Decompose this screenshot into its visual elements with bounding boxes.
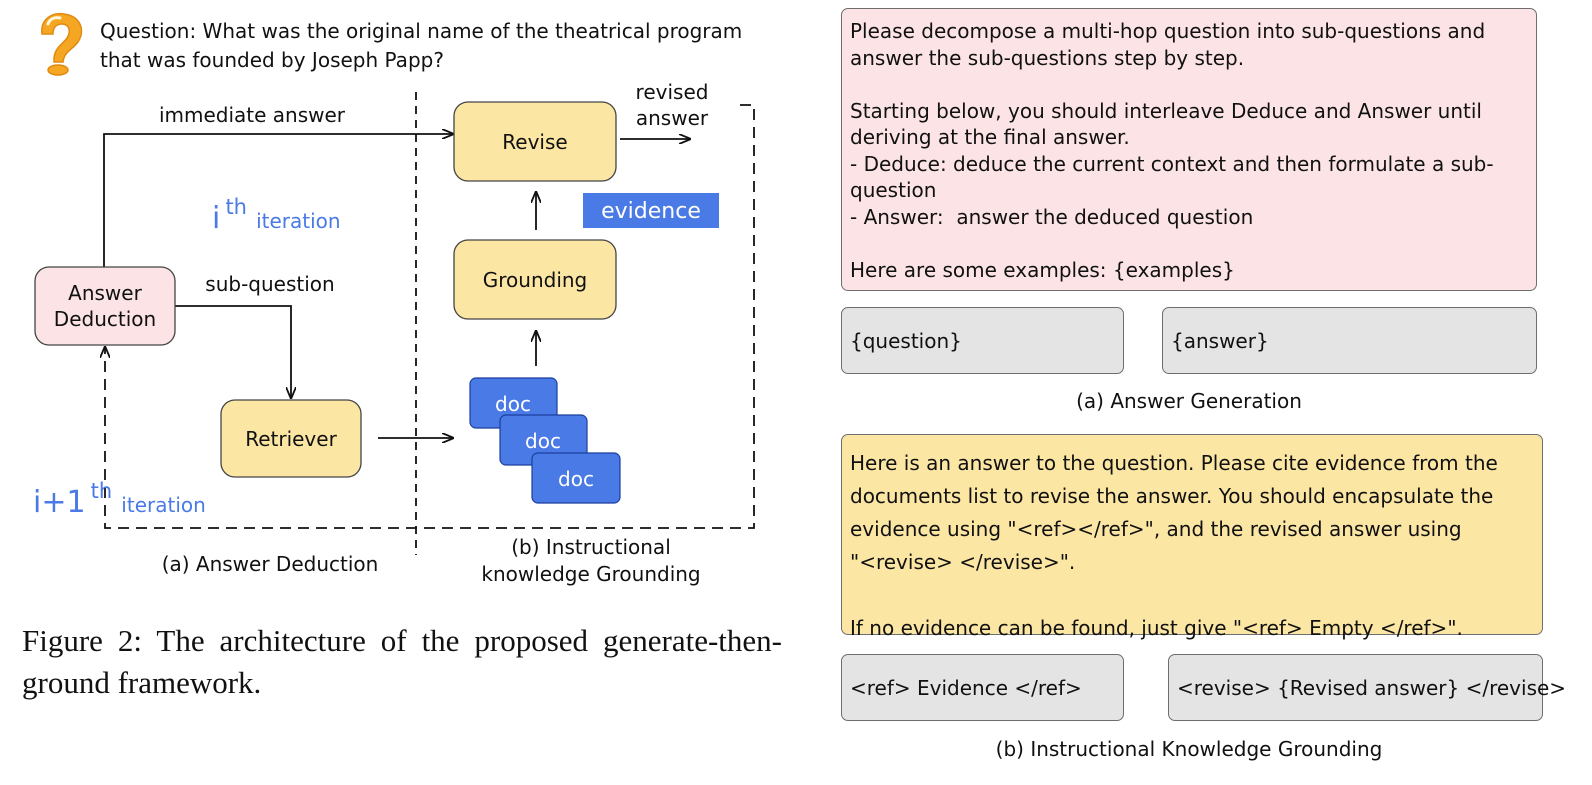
question-mark-icon	[41, 12, 83, 76]
caption-answer-deduction: (a) Answer Deduction	[162, 552, 379, 576]
evidence-tag	[583, 193, 719, 228]
knowledge-grounding-prompt: Here is an answer to the question. Pleas…	[841, 434, 1543, 640]
ith-base: i	[212, 201, 220, 236]
ith-sub: iteration	[256, 209, 341, 233]
revise-box-label: Revise	[502, 130, 567, 154]
revised-answer-label-line2: answer	[636, 106, 709, 130]
i1th-base: i+1	[33, 485, 86, 520]
ith-sup: th	[225, 195, 247, 219]
i1th-iteration-label: i+1 th iteration	[33, 479, 206, 520]
i1th-sub: iteration	[121, 493, 206, 517]
question-text-line1: Question: What was the original name of …	[100, 19, 742, 43]
evidence-tag-label: evidence	[601, 199, 701, 224]
caption-instructional-knowledge-grounding: (b) Instructional Knowledge Grounding	[995, 737, 1383, 761]
ref-slot-text: <ref> Evidence </ref>	[850, 675, 1082, 700]
doc-card	[531, 452, 621, 504]
answer-deduction-label-line2: Deduction	[54, 307, 156, 331]
question-text-line2: that was founded by Joseph Papp?	[100, 48, 444, 72]
revise-slot: <revise> {Revised answer} </revise>	[1168, 654, 1566, 721]
architecture-diagram: Question: What was the original name of …	[33, 12, 755, 586]
iteration-feedback-loop	[105, 104, 755, 529]
caption-knowledge-grounding-line2: knowledge Grounding	[481, 562, 700, 586]
retriever-box-label: Retriever	[245, 427, 337, 451]
question-slot-text: {question}	[850, 328, 962, 353]
answer-generation-prompt: Please decompose a multi-hop question in…	[841, 8, 1537, 291]
answer-slot: {answer}	[1162, 307, 1537, 374]
retriever-box	[220, 399, 362, 478]
grounding-box	[453, 239, 617, 320]
revised-answer-label-line1: revised	[636, 80, 709, 104]
grounding-box-label: Grounding	[483, 268, 588, 292]
revise-box	[453, 101, 617, 182]
answer-deduction-box	[34, 266, 176, 346]
answer-slot-text: {answer}	[1171, 328, 1269, 353]
i1th-sup: th	[91, 479, 113, 503]
revise-slot-text: <revise> {Revised answer} </revise>	[1177, 675, 1567, 700]
immediate-answer-label: immediate answer	[159, 103, 346, 127]
sub-question-label: sub-question	[205, 272, 334, 296]
sub-question-arrow	[175, 305, 291, 398]
doc-card-label: doc	[525, 429, 561, 453]
answer-generation-prompt-text: Please decompose a multi-hop question in…	[850, 19, 1494, 282]
doc-card-label: doc	[495, 392, 531, 416]
doc-card-label: doc	[558, 467, 594, 491]
answer-deduction-label-line1: Answer	[68, 281, 142, 305]
question-slot: {question}	[841, 307, 1124, 374]
caption-answer-generation: (a) Answer Generation	[1076, 389, 1302, 413]
ith-iteration-label: i th iteration	[212, 195, 341, 236]
ref-slot: <ref> Evidence </ref>	[841, 654, 1124, 721]
immediate-answer-arrow	[103, 134, 453, 267]
caption-knowledge-grounding-line1: (b) Instructional	[511, 535, 671, 559]
knowledge-grounding-prompt-text: Here is an answer to the question. Pleas…	[850, 451, 1498, 640]
figure-caption: Figure 2: The architecture of the propos…	[22, 623, 782, 700]
